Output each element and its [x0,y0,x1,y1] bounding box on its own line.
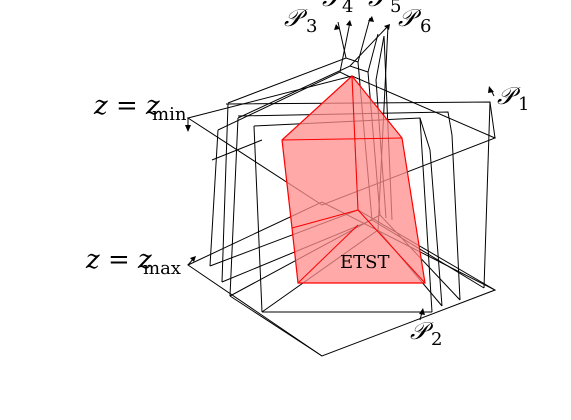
arrows [185,16,495,321]
z-max-text: z = z [85,245,152,275]
p1-subscript: 1 [518,94,529,115]
label-p3: 𝒫 3 [284,4,317,37]
label-p4: 𝒫 4 [322,0,353,17]
p6-subscript: 6 [420,16,431,37]
label-p1: 𝒫 1 [497,82,529,115]
etst-region [281,75,426,284]
p3-symbol: 𝒫 [284,4,308,32]
etst-inner-edge-3 [291,209,359,229]
etst-inner-edge-1 [281,137,403,141]
label-z-max: z = z max [85,245,181,279]
z-min-subscript: min [152,104,187,125]
p4-subscript: 4 [342,0,353,17]
z-max-subscript: max [143,258,181,279]
label-z-min: z = z min [93,91,187,125]
label-p5: 𝒫 5 [368,0,401,17]
p5-subscript: 5 [390,0,401,17]
z-min-text: z = z [93,91,160,121]
p6-symbol: 𝒫 [398,4,422,32]
label-p2: 𝒫 2 [410,317,442,350]
p2-subscript: 2 [431,329,442,350]
etst-inner-edge-4 [297,224,359,284]
etst-label: ETST [340,252,389,273]
p5-symbol: 𝒫 [368,0,392,12]
p3-subscript: 3 [306,16,317,37]
label-p6: 𝒫 6 [398,4,431,37]
